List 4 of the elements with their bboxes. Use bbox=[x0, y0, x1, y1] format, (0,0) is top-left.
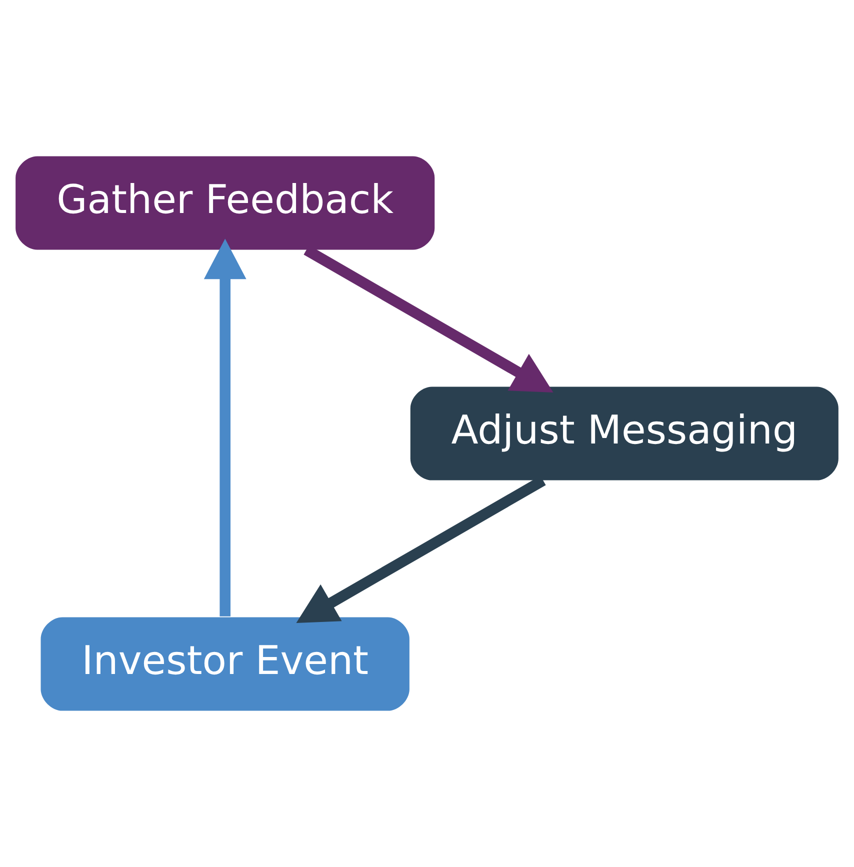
node-box: Adjust Messaging bbox=[410, 386, 838, 480]
arrow bbox=[204, 238, 246, 616]
node-box: Investor Event bbox=[40, 617, 410, 711]
node-box: Gather Feedback bbox=[16, 156, 435, 250]
